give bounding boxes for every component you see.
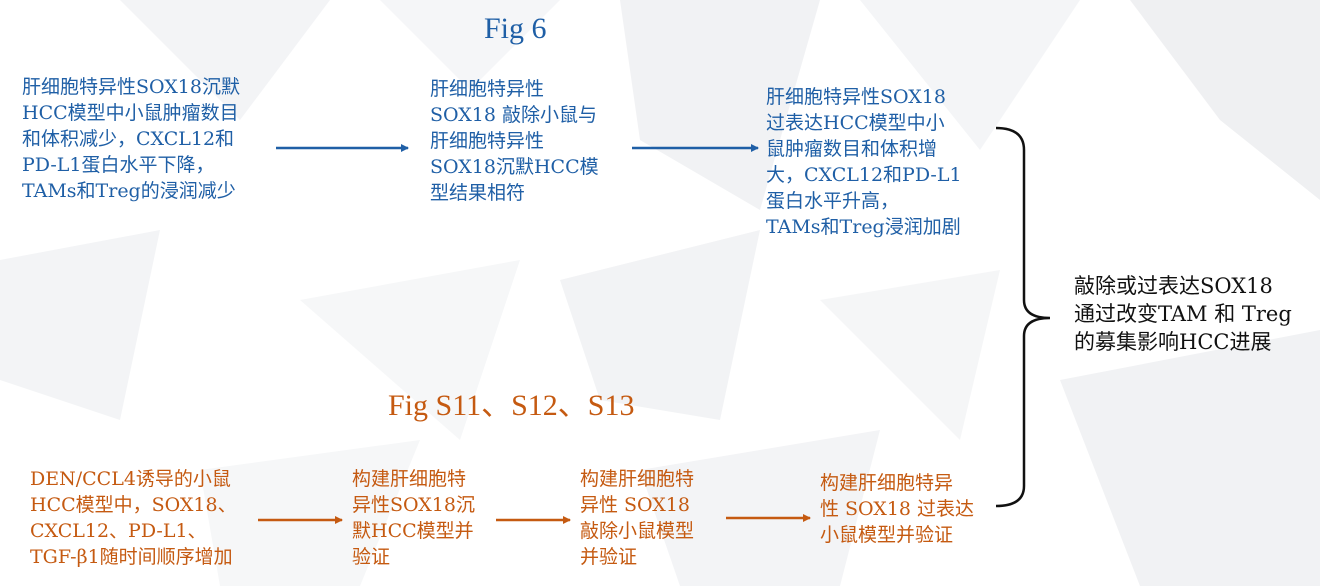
conclusion-bracket — [995, 126, 1051, 508]
figs-title: Fig S11、S12、S13 — [388, 389, 635, 422]
figs-box-knockout-model: 构建肝细胞特 异性 SOX18 敲除小鼠模型 并验证 — [580, 468, 695, 568]
fig6-box-overexpression: 肝细胞特异性SOX18 过表达HCC模型中小 鼠肿瘤数目和体积增 大，CXCL1… — [766, 86, 962, 238]
figs-box-overexpression-model: 构建肝细胞特异 性 SOX18 过表达 小鼠模型并验证 — [820, 472, 975, 546]
fig6-title: Fig 6 — [484, 12, 547, 45]
figs-box-den-model: DEN/CCL4诱导的小鼠 HCC模型中，SOX18、 CXCL12、PD-L1… — [30, 468, 237, 568]
fig6-box-silencing: 肝细胞特异性SOX18沉默 HCC模型中小鼠肿瘤数目 和体积减少，CXCL12和… — [22, 76, 240, 202]
conclusion-text: 敲除或过表达SOX18 通过改变TAM 和 Treg 的募集影响HCC进展 — [1074, 274, 1292, 354]
fig6-box-knockout: 肝细胞特异性 SOX18 敲除小鼠与 肝细胞特异性 SOX18沉默HCC模 型结… — [430, 78, 599, 204]
figs-box-silencing-model: 构建肝细胞特 异性SOX18沉 默HCC模型并 验证 — [352, 468, 475, 568]
